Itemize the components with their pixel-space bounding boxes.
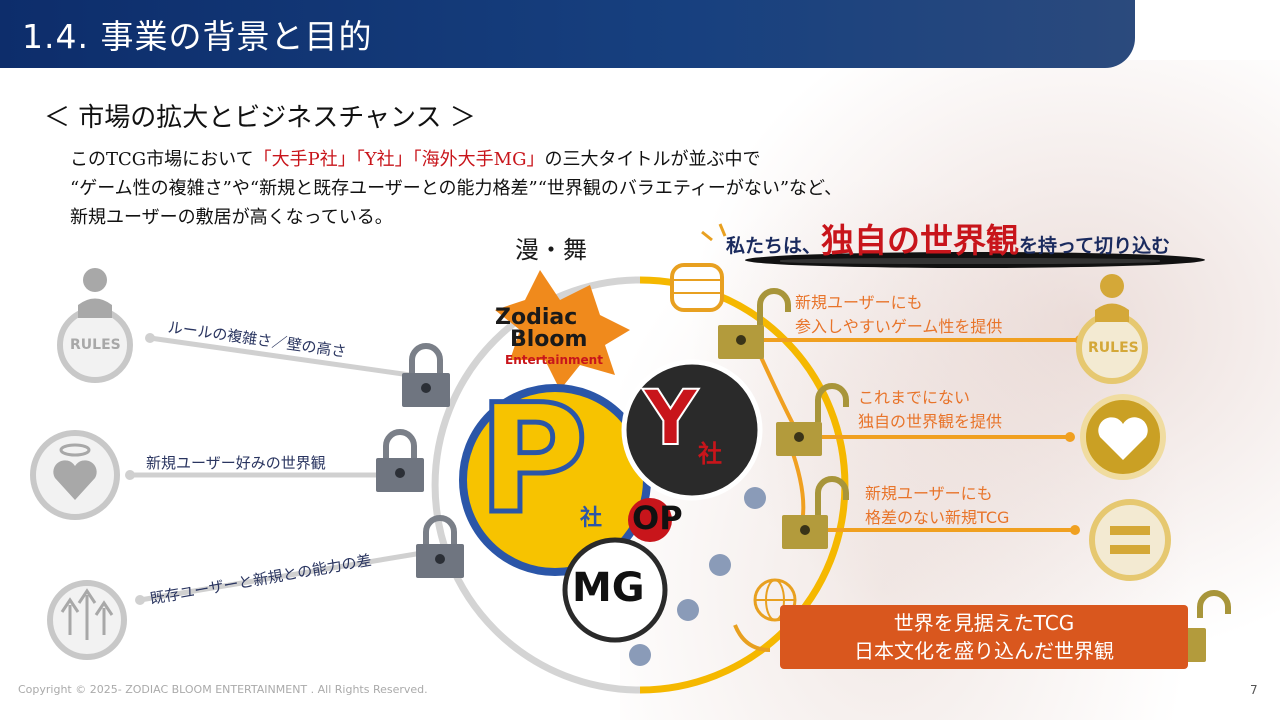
solution-text: 新規ユーザーにも 参入しやすいゲーム性を提供 xyxy=(795,291,1002,339)
callout-emphasis: 独自の世界観 xyxy=(821,221,1020,260)
logo-text-bloom: Bloom xyxy=(510,327,588,352)
heart-icon xyxy=(1080,394,1166,480)
page-title: 1.4. 事業の背景と目的 xyxy=(22,17,373,56)
deco-dot xyxy=(629,644,651,666)
brush-stroke xyxy=(780,258,1160,264)
banner-line: 日本文化を盛り込んだ世界観 xyxy=(854,639,1114,663)
padlock-closed-icon xyxy=(376,429,424,492)
equals-icon xyxy=(1089,499,1171,581)
highlight-mg: 「海外大手MG」 xyxy=(412,149,545,170)
logo-text-zodiac: Zodiac xyxy=(495,305,578,330)
problem-label: 新規ユーザー好みの世界観 xyxy=(146,454,326,472)
global-banner xyxy=(780,605,1188,669)
solution-line: 新規ユーザーにも xyxy=(865,484,993,503)
padlock-open-icon xyxy=(718,288,791,359)
connector-line xyxy=(149,335,411,378)
highlight-y: 「Y社」 xyxy=(355,149,413,170)
banner-text: 世界を見据えたTCG 日本文化を盛り込んだ世界観 xyxy=(780,609,1188,665)
solution-line: 格差のない新規TCG xyxy=(865,508,1010,527)
p-suffix: 社 xyxy=(580,506,603,531)
connector-line xyxy=(139,547,441,603)
callout: 私たちは、独自の世界観を持って切り込む xyxy=(726,214,1170,262)
connector-dot xyxy=(125,470,135,480)
mg-logo xyxy=(562,537,668,643)
padlock-open-icon xyxy=(776,383,849,456)
impact-lines xyxy=(701,223,727,242)
connector-dot xyxy=(145,333,155,343)
mg-letters: MG xyxy=(572,565,645,611)
y-letter: Y xyxy=(642,373,699,462)
rules-person-gold-icon xyxy=(1076,274,1148,384)
solution-line: これまでにない xyxy=(858,388,971,407)
callout-suffix: を持って切り込む xyxy=(1019,235,1171,257)
op-logo xyxy=(628,498,672,542)
connector-dot xyxy=(135,595,145,605)
title-bar xyxy=(0,0,1135,68)
page-number: 7 xyxy=(1250,683,1258,697)
section-subtitle: ＜ 市場の拡大とビジネスチャンス ＞ xyxy=(44,103,476,133)
padlock-closed-icon xyxy=(416,515,464,578)
intro-line-1: このTCG市場において「大手P社」「Y社」「海外大手MG」の三大タイトルが並ぶ中… xyxy=(70,145,760,171)
rules-icon-text: RULES xyxy=(1088,340,1139,356)
fist-icon xyxy=(670,263,724,312)
deco-dot xyxy=(709,554,731,576)
deco-dot xyxy=(677,599,699,621)
heart-halo-icon xyxy=(30,430,120,520)
copyright: Copyright © 2025- ZODIAC BLOOM ENTERTAIN… xyxy=(18,683,428,696)
callout-prefix: 私たちは、 xyxy=(726,235,822,257)
company-logo: 漫・舞 xyxy=(495,236,630,390)
y-suffix: 社 xyxy=(698,440,722,468)
intro-text: このTCG市場において xyxy=(70,149,254,170)
connector-dot xyxy=(1065,432,1075,442)
intro-line-2: “ゲーム性の複雑さ”や“新規と既存ユーザーとの能力格差”“世界観のバラエティーが… xyxy=(70,178,843,199)
solution-line: 独自の世界観を提供 xyxy=(858,412,1003,431)
y-company-logo xyxy=(621,359,763,501)
intro-line-3: 新規ユーザーの敷居が高くなっている。 xyxy=(70,207,393,228)
solution-text: 新規ユーザーにも 格差のない新規TCG xyxy=(865,482,1009,530)
logo-text-entertainment: Entertainment xyxy=(505,353,603,367)
solution-line: 新規ユーザーにも xyxy=(795,293,923,312)
rules-person-icon xyxy=(57,268,133,383)
banner-line: 世界を見据えたTCG xyxy=(893,611,1075,635)
op-letters: OP xyxy=(632,499,683,537)
rules-icon-text: RULES xyxy=(70,337,121,353)
solution-text: これまでにない 独自の世界観を提供 xyxy=(858,386,1002,434)
p-letter: P xyxy=(476,373,591,547)
highlight-p: 「大手P社」 xyxy=(253,149,356,170)
solution-line: 参入しやすいゲーム性を提供 xyxy=(795,317,1003,336)
svg-text:漫・舞: 漫・舞 xyxy=(515,236,587,264)
crowd-arrows-icon xyxy=(47,580,127,660)
padlock-open-icon xyxy=(782,476,849,549)
intro-text: の三大タイトルが並ぶ中で xyxy=(544,149,761,170)
connector-dot xyxy=(1070,525,1080,535)
deco-dot xyxy=(744,487,766,509)
padlock-closed-icon xyxy=(402,343,450,407)
